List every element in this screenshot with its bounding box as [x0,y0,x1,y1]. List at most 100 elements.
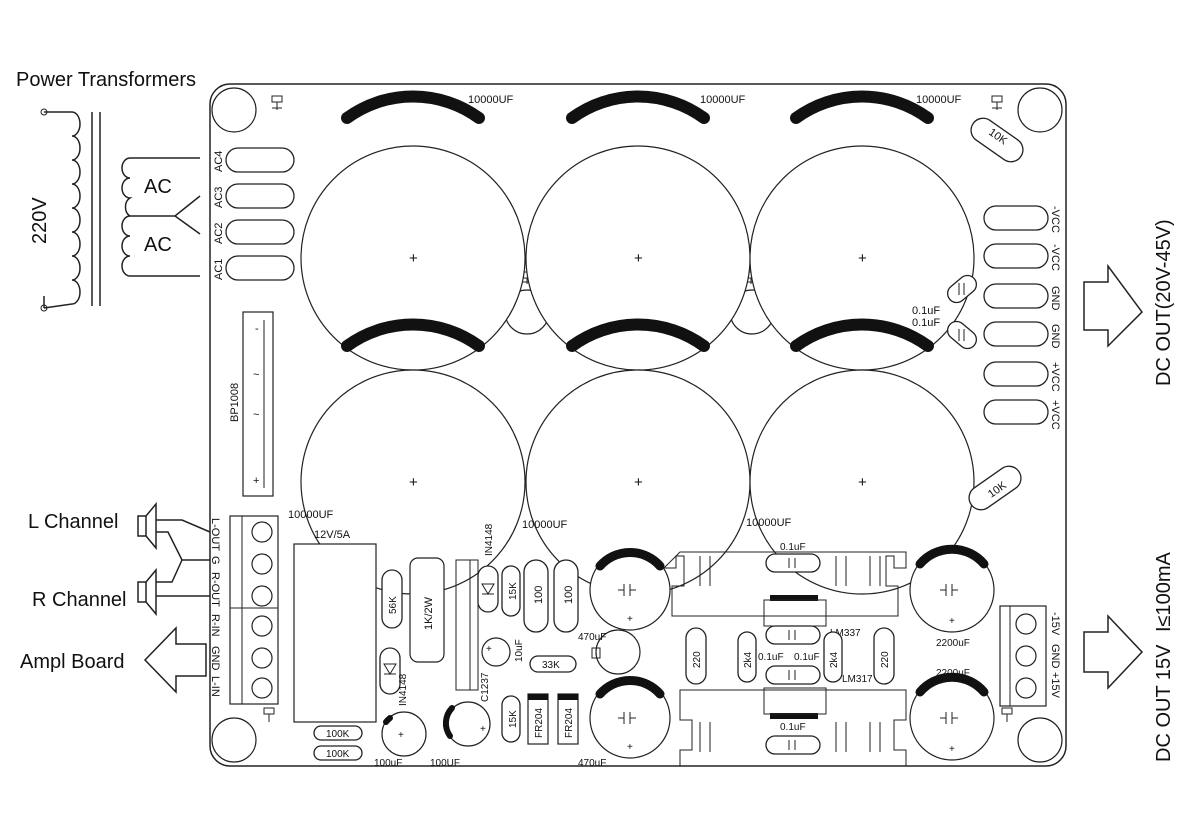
resistor-100-a [523,559,549,633]
r100-a-label: 100 [533,586,545,604]
svg-text:+: + [858,474,867,491]
dc-terminal-label: GND [1049,324,1061,349]
capacitor-100uf-a: + [381,711,427,757]
l-channel-label: L Channel [28,511,118,533]
transistor-c1237 [455,559,479,691]
svg-text:+: + [949,616,955,627]
resistor-15k-top [501,565,521,617]
ampl-board-label: Ampl Board [20,651,125,673]
power-transformers-label: Power Transformers [16,69,196,91]
fuse-label: 12V/5A [314,529,351,541]
capacitor-470uf-bottom: + [589,676,671,759]
diode-fr204-a [527,693,549,745]
ceramic-cap-1 [946,274,978,304]
transistor-label: C1237 [480,672,491,702]
cap-01uf-1-label: 0.1uF [912,305,940,317]
l-speaker-icon [137,501,211,561]
big-capacitor-3: + [749,90,975,371]
ceramic-cap-center [765,625,821,685]
low-terminal-label: -15V [1049,612,1061,636]
resistor-220-a [685,627,707,685]
c10uf-label: 10uF [514,639,525,662]
svg-text:+: + [858,250,867,267]
r-channel-label: R Channel [32,589,127,611]
resistor-56k [381,569,403,629]
heatsink-top [662,551,907,627]
dc-out-main-label: DC OUT(20V-45V) [1153,219,1175,386]
cap-01uf-2-label: 0.1uF [912,317,940,329]
svg-text:+: + [253,475,259,487]
input-voltage-label: 220V [29,197,51,244]
r33k-label: 33K [542,660,560,671]
c100uf-a-label: 100uF [374,758,402,769]
r100k-a-label: 100K [326,729,350,740]
svg-text:+: + [409,250,418,267]
cap-hs-bottom-label: 0.1uF [780,722,806,733]
r100k-b-label: 100K [326,749,350,760]
svg-text:+: + [398,730,404,741]
cap-hs-top-label: 0.1uF [780,542,806,553]
big-capacitor-4: + [300,318,526,595]
c2200-top-label: 2200uF [936,638,970,649]
low-terminal-label: +15V [1049,672,1061,699]
ac-terminal-label: AC3 [213,187,225,208]
diode-fr204-b [557,693,579,745]
dc-terminal-label: GND [1049,286,1061,311]
svg-text:+: + [486,644,492,655]
low-voltage-terminal-block [999,605,1047,707]
r2k4-b-label: 2k4 [829,651,840,668]
r220-b-label: 220 [880,651,891,668]
c2200-bottom-label: 2200uF [936,668,970,679]
resistor-100-b [553,559,579,633]
mount-hole-top-right [1017,87,1063,133]
svg-text:~: ~ [253,369,259,381]
r-speaker-icon [137,559,210,617]
cap-mid-a-label: 0.1uF [758,652,784,663]
dc-out-arrow [1083,263,1143,348]
ac-terminal-pads [225,147,295,281]
resistor-15k-bottom [501,695,521,743]
resistor-1k2w [409,557,445,663]
r100-b-label: 100 [563,586,575,604]
low-terminal-label: GND [1049,644,1061,669]
ceramic-cap-hs-bottom [765,735,821,755]
svg-text:+: + [627,614,633,625]
c100uf-b-label: 100UF [430,758,460,769]
ac-lower-label: AC [144,234,172,256]
dc-terminal-label: +VCC [1049,400,1061,430]
cap-mid-b-label: 0.1uF [794,652,820,663]
r15k-bottom-label: 15K [508,710,519,728]
ac-terminal-label: AC4 [213,151,225,172]
fr204-a-label: FR204 [534,708,545,738]
svg-text:+: + [634,474,643,491]
io-terminal-label: L-IN [209,676,221,697]
bridge-rectifier: - ~ ~ + [242,311,274,497]
big-capacitor-6: + [749,318,975,595]
diode-top-label: IN4148 [484,523,495,556]
capacitor-470uf-top: + [589,548,671,631]
dc-terminal-label: -VCC [1049,206,1061,233]
c470-bottom-label: 470uF [578,758,606,769]
lm337-label: LM337 [830,628,861,639]
resistor-33k [529,655,577,673]
resistor-100k-a [313,725,363,741]
mount-hole-center [595,629,641,675]
transformer-symbol [40,108,201,312]
mount-hole-top-left [211,87,257,133]
dc-terminal-pads [983,205,1049,425]
r2k4-a-label: 2k4 [743,651,754,668]
diode-top [477,565,499,613]
ceramic-cap-2 [946,320,978,350]
svg-text:+: + [627,742,633,753]
io-terminal-label: GND [209,646,221,671]
big-cap-5-label: 10000UF [522,519,568,531]
io-terminal-label: G [209,556,221,565]
resistor-220-b [873,627,895,685]
svg-text:~: ~ [253,409,259,421]
capacitor-2200uf-bottom: + [909,672,995,761]
resistor-10k-top [970,117,1024,163]
big-cap-6-label: 10000UF [746,517,792,529]
svg-text:+: + [634,250,643,267]
io-terminal-label: L-OUT [209,518,221,551]
